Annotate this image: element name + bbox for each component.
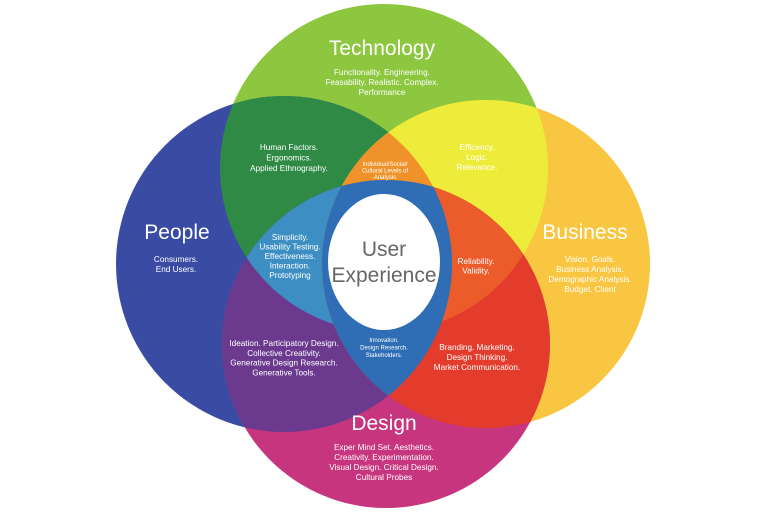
business-design-text-line: Branding. Marketing.: [439, 343, 515, 352]
technology-description-line: Performance: [359, 88, 406, 97]
people-technology-design-text-line: Usability Testing.: [259, 243, 320, 252]
business-design-text-line: Design Thinking.: [447, 353, 508, 362]
people-business-design-overlap: [322, 180, 452, 428]
people-technology-design-text-line: Simplicity.: [272, 233, 308, 242]
design-description-line: Visual Design. Critical Design.: [329, 463, 439, 472]
business-description-line: Demographic Analysis.: [548, 275, 631, 284]
people-technology-business-text-line: Cultural Levels of: [362, 169, 409, 175]
people-description-line: End Users.: [156, 265, 197, 274]
people-technology-design-text-line: Prototyping: [269, 271, 311, 280]
business-title: Business: [542, 221, 627, 244]
business-description-line: Business Analysis.: [556, 265, 624, 274]
people-business-design-text-line: Stakeholders.: [366, 353, 403, 359]
people-design-text-line: Collective Creativity.: [247, 349, 321, 358]
people-technology-business-text-line: Individual/Social/: [362, 162, 407, 168]
technology-business-design-overlap: [322, 180, 548, 332]
business-description-line: Budget. Client: [564, 285, 616, 294]
people-technology-text-line: Applied Ethnography.: [250, 164, 328, 173]
people-business-design-text-line: Innovation.: [369, 338, 399, 344]
design-description-line: Exper Mind Set. Aesthetics.: [334, 443, 434, 452]
technology-business-design-text-line: Validity.: [462, 267, 489, 276]
people-technology-business-text-line: Analysis: [374, 175, 396, 181]
people-technology-design-overlap: [222, 180, 452, 332]
people-description-line: Consumers.: [154, 255, 198, 264]
people-design-text-line: Ideation. Participatory Design.: [229, 339, 338, 348]
design-description-line: Creativity. Experimentation.: [334, 453, 434, 462]
people-technology-design-text-line: Effectiveness.: [265, 252, 316, 261]
center-label-line-2: Experience: [331, 264, 436, 287]
technology-title: Technology: [329, 37, 436, 60]
people-technology-text-line: Human Factors.: [260, 143, 318, 152]
technology-business-design-text-line: Reliability.: [458, 257, 495, 266]
business-description-line: Vision. Goals.: [565, 255, 615, 264]
technology-description-line: Feasability. Realistic. Complex.: [325, 78, 438, 87]
user-experience-center: [328, 194, 440, 330]
region-text-blocks: Functionality. Engineering.Feasability. …: [154, 68, 632, 482]
design-description-line: Cultural Probes: [356, 473, 412, 482]
design-title: Design: [351, 412, 416, 435]
technology-business-text-line: Relevance.: [457, 163, 498, 172]
business-design-text-line: Market Communication.: [434, 363, 520, 372]
technology-business-text-line: Logic.: [466, 153, 488, 162]
people-design-text-line: Generative Tools.: [252, 368, 316, 377]
people-design-text-line: Generative Design Research.: [230, 359, 337, 368]
technology-description-line: Functionality. Engineering.: [334, 68, 430, 77]
people-technology-design-text-line: Interaction.: [270, 262, 311, 271]
people-technology-text-line: Ergonomics.: [266, 154, 312, 163]
center-label-line-1: User: [362, 238, 406, 261]
technology-business-text-line: Efficency.: [460, 143, 495, 152]
people-business-design-text-line: Design Research.: [360, 346, 408, 352]
people-title: People: [144, 221, 209, 244]
